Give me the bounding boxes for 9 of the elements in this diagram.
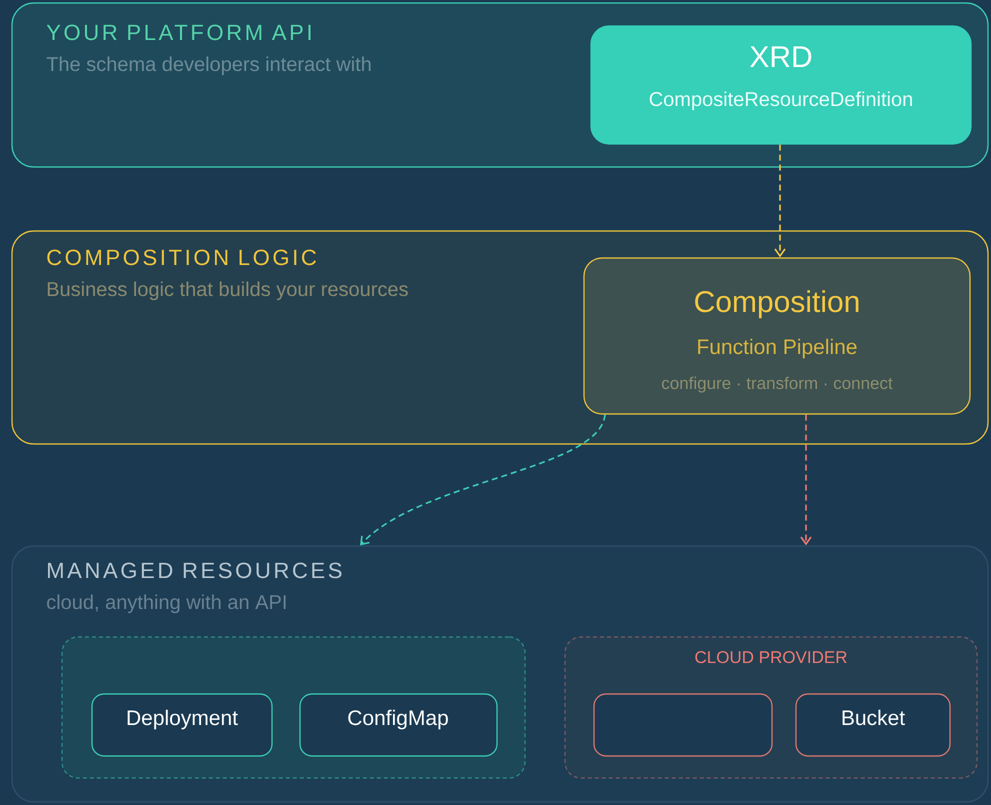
resource-box: ConfigMap <box>299 693 498 757</box>
resource-box <box>593 693 773 757</box>
composition-box: Composition Function Pipeline configure · transform · connect <box>583 257 971 415</box>
resource-box: Bucket <box>795 693 951 757</box>
definition-box: XRD CompositeResourceDefinition <box>590 25 972 145</box>
arrow <box>774 144 786 258</box>
arrow <box>800 414 812 546</box>
resource-box: Deployment <box>91 693 273 757</box>
arrow <box>360 414 606 546</box>
